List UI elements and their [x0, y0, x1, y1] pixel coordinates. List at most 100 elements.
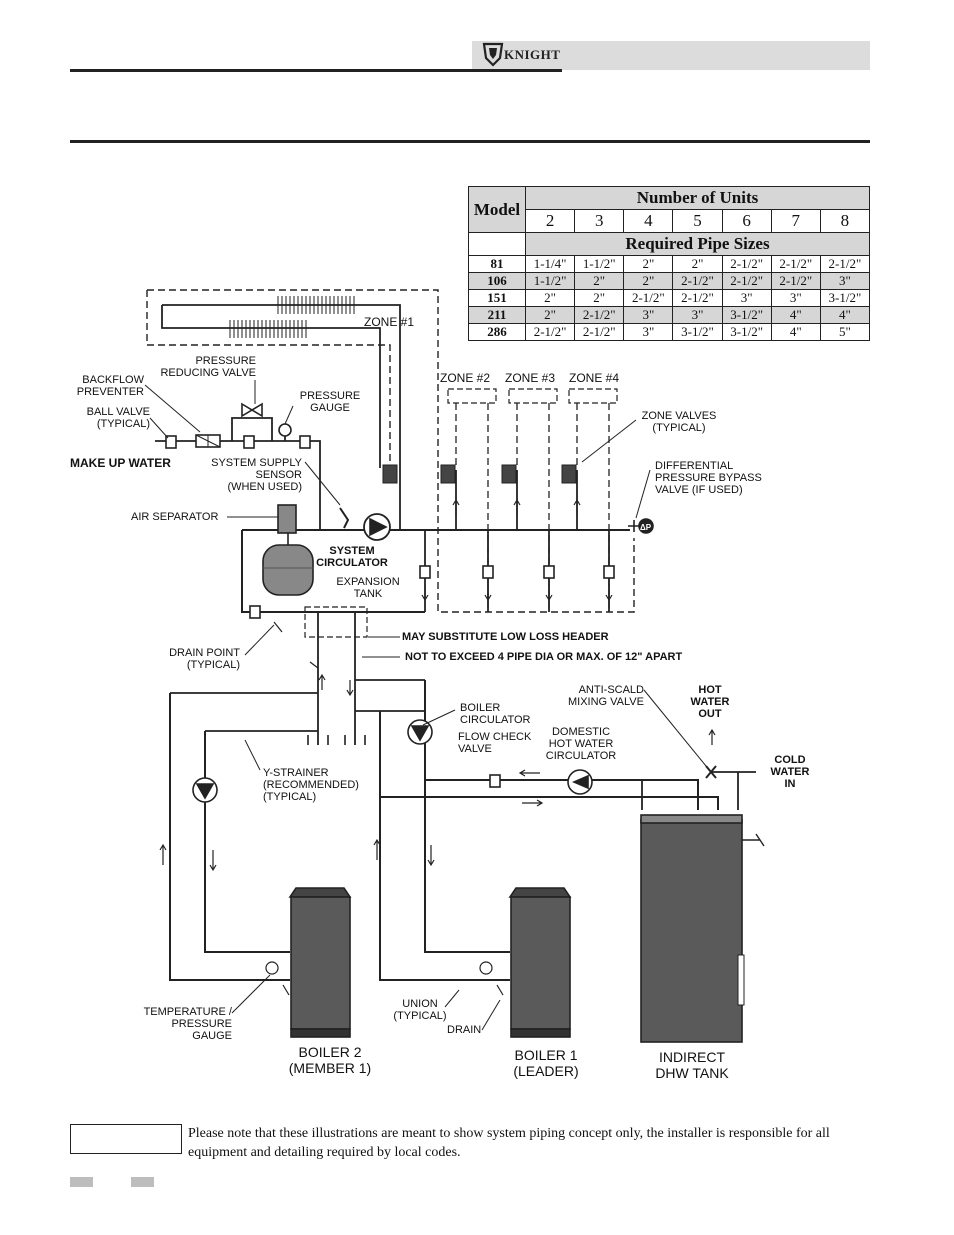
make-up-water-label: MAKE UP WATER — [70, 456, 171, 470]
note-badge — [70, 1124, 182, 1154]
size-cell: 2-1/2" — [574, 306, 625, 324]
flow-arrows — [159, 498, 716, 872]
footer-tab — [131, 1177, 154, 1187]
spacing-label: NOT TO EXCEED 4 PIPE DIA OR MAX. OF 12" … — [405, 651, 683, 663]
zone3-outline — [508, 388, 558, 404]
size-cell: 3" — [623, 306, 674, 324]
size-cell: 2-1/2" — [574, 323, 625, 341]
indirect-dhw-tank — [640, 814, 765, 1043]
y-strainer-label: Y-STRAINER(RECOMMENDED)(TYPICAL) — [263, 767, 359, 803]
size-cell: 3" — [672, 306, 723, 324]
dhw-loop-pipe — [380, 779, 719, 810]
boiler-1 — [479, 887, 572, 1038]
drain-valves — [273, 621, 504, 996]
boiler1-supply-pipe — [379, 711, 510, 981]
size-cell: 5" — [819, 323, 871, 341]
header-band — [472, 41, 870, 70]
size-cell: 2-1/2" — [770, 272, 821, 290]
zone1-label: ZONE #1 — [364, 315, 415, 329]
dp-valve-badge — [638, 518, 654, 534]
logo-text: KNIGHT — [504, 47, 560, 62]
table-row: 151 2" 2" 2-1/2" 2-1/2" 3" 3" 3-1/2" — [468, 289, 871, 307]
header-rule — [70, 69, 562, 72]
low-loss-header-outline — [304, 606, 368, 638]
size-cell: 3-1/2" — [721, 323, 772, 341]
zone-valves-label: ZONE VALVES(TYPICAL) — [641, 410, 717, 434]
knight-logo: KNIGHT — [482, 42, 560, 67]
zone2-outline — [447, 388, 497, 404]
anti-scald-valve — [705, 765, 717, 779]
expansion-tank — [262, 544, 314, 596]
boiler-2 — [265, 887, 352, 1038]
size-cell: 2-1/2" — [524, 323, 576, 341]
boiler2-supply-pipe — [169, 693, 290, 981]
zone3-label: ZONE #3 — [505, 371, 556, 385]
sizes-header: Required Pipe Sizes — [525, 232, 870, 256]
units-header: Number of Units — [525, 186, 870, 210]
unit-count: 2 — [524, 209, 576, 233]
table-row: 286 2-1/2" 2-1/2" 3" 3-1/2" 3-1/2" 4" 5" — [468, 323, 871, 341]
return-header-pipe — [241, 530, 425, 613]
unit-count: 7 — [770, 209, 821, 233]
supply-sensor — [339, 507, 350, 529]
air-separator — [277, 504, 297, 534]
boiler1-caption: BOILER 1(LEADER) — [513, 1047, 579, 1079]
size-cell: 3-1/2" — [819, 289, 871, 307]
zone4-outline — [568, 388, 618, 404]
model-cell: 286 — [468, 323, 526, 341]
table-row: 211 2" 2-1/2" 3" 3" 3-1/2" 4" 4" — [468, 306, 871, 324]
unit-count: 6 — [721, 209, 772, 233]
drain-point-label: DRAIN POINT(TYPICAL) — [169, 647, 240, 671]
zone4-label: ZONE #4 — [569, 371, 620, 385]
pressure-gauge — [278, 423, 292, 437]
model-cell: 211 — [468, 306, 526, 324]
drain-label: DRAIN — [447, 1024, 482, 1036]
pressure-reducing-valve — [241, 402, 263, 418]
boiler2-caption: BOILER 2(MEMBER 1) — [288, 1044, 372, 1076]
zone-valves — [382, 464, 577, 484]
flow-check-valve — [489, 774, 501, 788]
air-separator-label: AIR SEPARATOR — [131, 511, 219, 523]
boiler2-return-pipe — [204, 731, 290, 953]
note-text: Please note that these illustrations are… — [188, 1126, 830, 1160]
size-cell: 2-1/2" — [721, 272, 772, 290]
zone2-label: ZONE #2 — [440, 371, 491, 385]
shield-icon — [482, 42, 504, 67]
zone-dashed-outline — [147, 289, 635, 613]
boiler1-return-pipe — [424, 680, 510, 953]
section-rule — [70, 140, 870, 143]
pipe-size-table: Model Number of Units 2 3 4 5 6 7 8 Requ… — [468, 186, 871, 341]
table-row: 81 1-1/4" 1-1/2" 2" 2" 2-1/2" 2-1/2" 2-1… — [468, 255, 871, 273]
zone1-supply-pipe — [162, 304, 401, 470]
size-cell: 1-1/2" — [574, 255, 625, 273]
size-cell: 3-1/2" — [721, 306, 772, 324]
zone1-return-pipe — [161, 305, 381, 468]
union-label: UNION(TYPICAL) — [393, 998, 447, 1022]
size-cell: 3-1/2" — [672, 323, 723, 341]
leader-lines — [144, 380, 707, 1031]
low-loss-header-label: MAY SUBSTITUTE LOW LOSS HEADER — [402, 631, 609, 643]
dp-valve-text: ΔP — [640, 523, 652, 532]
ball-valves — [165, 435, 615, 619]
baseboard-fins — [229, 296, 355, 338]
ball-valve-label: BALL VALVE(TYPICAL) — [86, 406, 150, 430]
model-header: Model — [468, 186, 526, 233]
table-row: 106 1-1/2" 2" 2" 2-1/2" 2-1/2" 2-1/2" 3" — [468, 272, 871, 290]
footer-tab — [70, 1177, 93, 1187]
